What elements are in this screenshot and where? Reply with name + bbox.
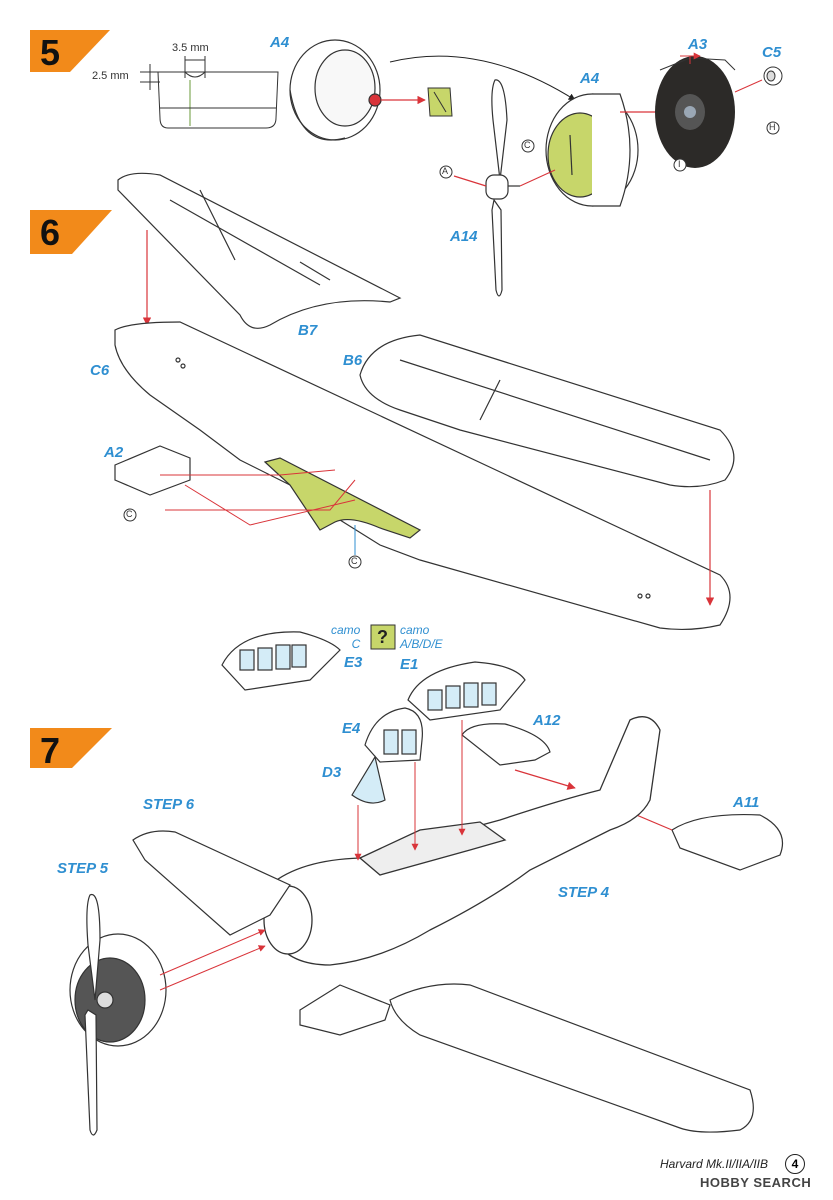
part-label-a11: A11 bbox=[733, 794, 760, 811]
question-icon: ? bbox=[377, 627, 388, 647]
step-number: 7 bbox=[40, 730, 61, 771]
canopy-e4 bbox=[364, 707, 423, 763]
dimension-width-label: 3.5 mm bbox=[172, 42, 209, 54]
step-ref-6: STEP 6 bbox=[143, 796, 195, 813]
part-label-a14: A14 bbox=[450, 228, 478, 245]
part-radiator bbox=[299, 984, 391, 1036]
dimension-height-label: 2.5 mm bbox=[92, 70, 129, 82]
step-5-badge: 5 bbox=[30, 30, 120, 76]
part-label-e3: E3 bbox=[344, 654, 363, 671]
step-6-badge: 6 bbox=[30, 210, 120, 256]
part-c5 bbox=[763, 66, 783, 86]
cowling-a4-left bbox=[289, 39, 382, 141]
part-label-a3: A3 bbox=[688, 36, 708, 53]
wing-b6 bbox=[359, 334, 735, 488]
part-label-a4-right: A4 bbox=[580, 70, 600, 87]
glue-label-h: H bbox=[769, 122, 776, 132]
glue-markers-step6 bbox=[123, 508, 362, 569]
part-label-e1: E1 bbox=[400, 656, 419, 673]
wing-left bbox=[132, 830, 291, 936]
step7-flag bbox=[30, 728, 112, 768]
tailplane-a11 bbox=[671, 814, 784, 871]
glue-label-a: A bbox=[442, 166, 449, 176]
part-insert-green bbox=[427, 87, 453, 117]
step-number: 5 bbox=[40, 32, 61, 73]
glue-markers-step5 bbox=[439, 121, 780, 179]
part-a2 bbox=[114, 445, 191, 496]
wing-c6 bbox=[114, 321, 731, 631]
canopy-e1 bbox=[407, 661, 526, 721]
tailplane-a12 bbox=[461, 723, 551, 766]
canopy-e3 bbox=[221, 631, 341, 691]
glue-label-i: I bbox=[678, 159, 681, 169]
step-number: 6 bbox=[40, 212, 61, 253]
cowling-a4-right bbox=[545, 93, 639, 207]
windscreen-d3 bbox=[351, 755, 386, 804]
part-label-a4-left: A4 bbox=[270, 34, 290, 51]
step5-flag bbox=[30, 30, 110, 72]
center-section-green bbox=[263, 457, 422, 539]
model-name: Harvard Mk.II/IIA/IIB bbox=[660, 1157, 769, 1171]
step6-flag bbox=[30, 210, 112, 254]
camo-note-right: camo A/B/D/E bbox=[400, 623, 443, 651]
camo-note-left: camo C bbox=[331, 623, 361, 651]
wing-b7 bbox=[117, 172, 402, 329]
part-label-c5: C5 bbox=[762, 44, 782, 61]
part-label-c6: C6 bbox=[90, 362, 110, 379]
engine-a3 bbox=[655, 56, 736, 168]
part-label-b6: B6 bbox=[343, 352, 363, 369]
part-label-b7: B7 bbox=[298, 322, 318, 339]
part-label-a12: A12 bbox=[533, 712, 561, 729]
wing-right bbox=[389, 983, 754, 1133]
page-number: 4 bbox=[785, 1154, 805, 1174]
step-ref-5: STEP 5 bbox=[57, 860, 109, 877]
part-label-e4: E4 bbox=[342, 720, 361, 737]
glue-label-c: C bbox=[524, 140, 531, 150]
dimension-detail bbox=[140, 56, 279, 129]
engine-cowling-assembly bbox=[69, 894, 167, 1136]
propeller-a14 bbox=[453, 79, 520, 297]
camo-question-box bbox=[370, 624, 396, 650]
part-label-d3: D3 bbox=[322, 764, 342, 781]
glue-label-c-left: C bbox=[126, 509, 133, 519]
step-7-badge: 7 bbox=[30, 728, 120, 774]
glue-label-c-center: C bbox=[351, 556, 358, 566]
part-label-a2: A2 bbox=[104, 444, 124, 461]
watermark: HOBBY SEARCH bbox=[700, 1175, 812, 1190]
step-ref-4: STEP 4 bbox=[558, 884, 610, 901]
